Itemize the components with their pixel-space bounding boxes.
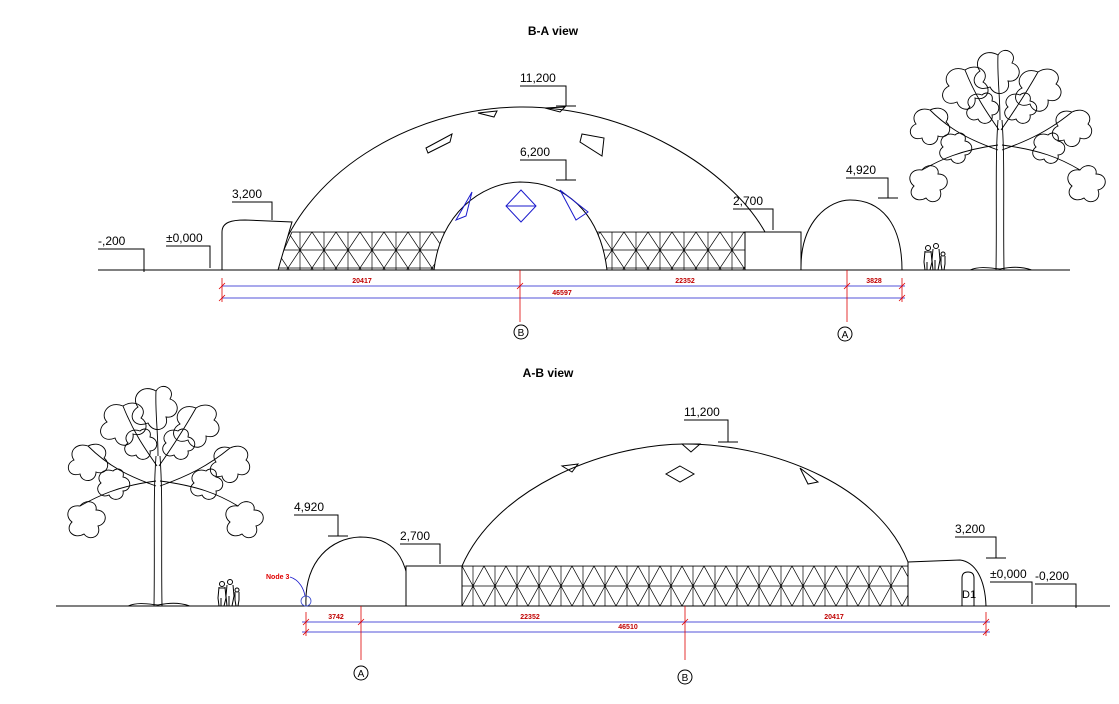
level-marker: 4,920 [294,500,348,537]
level-label: 6,200 [520,145,550,159]
connector-box [744,231,802,271]
diamond-window [664,465,696,483]
dimension-value: 3828 [866,278,882,285]
window-pane [425,133,453,154]
level-label: 4,920 [846,163,876,177]
dimension-value: 46510 [618,624,638,631]
level-label: 11,200 [684,405,720,419]
window-pane [579,133,605,157]
axis-label: B [682,673,689,684]
window-pane [477,110,498,118]
dimension-value: 20417 [352,278,372,285]
dimension-value: 22352 [675,278,695,285]
inner-dome-windows [454,189,589,221]
level-label: -,200 [98,234,126,248]
dimension-value: 20417 [824,614,844,621]
dimension-chain: 3742 22352 20417 46510 [302,606,990,660]
axis-label: A [358,669,365,680]
connector-box [405,565,463,607]
window-pane [544,106,567,113]
dimension-value: 3742 [328,614,344,621]
small-dome [800,199,903,271]
diamond-window [505,189,537,223]
level-marker: 2,700 [400,529,441,564]
level-marker: 6,200 [520,145,576,181]
left-pod [221,219,293,271]
view-b-a: B-A view 11,200 6,200 4 [98,24,1106,342]
level-label: ±0,000 [990,567,1027,581]
level-marker: ±0,000 [166,231,211,268]
level-marker: 11,200 [684,405,738,443]
door-label: D1 [962,589,976,601]
view-a-b: A-B view D1 Node 3 11,200 4,920 [56,366,1110,685]
level-label: 2,700 [733,194,763,208]
axis-label: B [518,328,525,339]
node-marker: Node 3 [266,574,312,607]
level-label: 11,200 [520,71,556,85]
node-label: Node 3 [266,574,289,581]
level-marker: ±0,000 [990,567,1033,604]
door [961,571,975,606]
small-dome [305,536,411,607]
axis-marker-a: A [353,665,369,681]
level-label: 3,200 [232,187,262,201]
tree-icon [67,385,264,607]
view-title-a-b: A-B view [523,366,574,380]
window-pane [560,463,580,473]
level-marker: -,200 [98,234,145,272]
axis-marker-b: B [513,324,529,340]
dimension-value: 22352 [520,614,540,621]
level-label: 2,700 [400,529,430,543]
level-marker: 11,200 [520,71,576,107]
view-title-b-a: B-A view [528,24,579,38]
axis-marker-b: B [677,669,693,685]
window-pane [799,467,820,485]
dimension-value: 46597 [552,290,572,297]
level-marker: 3,200 [232,187,273,220]
axis-label: A [842,330,849,341]
level-marker: 2,700 [733,194,774,230]
level-marker: 3,200 [955,522,1006,559]
inner-dome [433,181,608,271]
people-icon [923,243,946,271]
level-label: 3,200 [955,522,985,536]
people-icon [217,579,240,607]
dimension-chain: 20417 22352 3828 46597 [218,270,906,322]
level-label: ±0,000 [166,231,203,245]
level-marker: -0,200 [1025,569,1077,608]
main-dome-outline [461,443,909,567]
level-marker: 4,920 [846,163,898,199]
lattice-band [461,565,909,607]
axis-marker-a: A [837,326,853,342]
main-dome-outline [274,106,766,271]
right-pod [907,559,987,607]
level-label: 4,920 [294,500,324,514]
tree-icon [909,49,1106,271]
level-label: -0,200 [1035,569,1069,583]
window-pane [680,443,702,453]
